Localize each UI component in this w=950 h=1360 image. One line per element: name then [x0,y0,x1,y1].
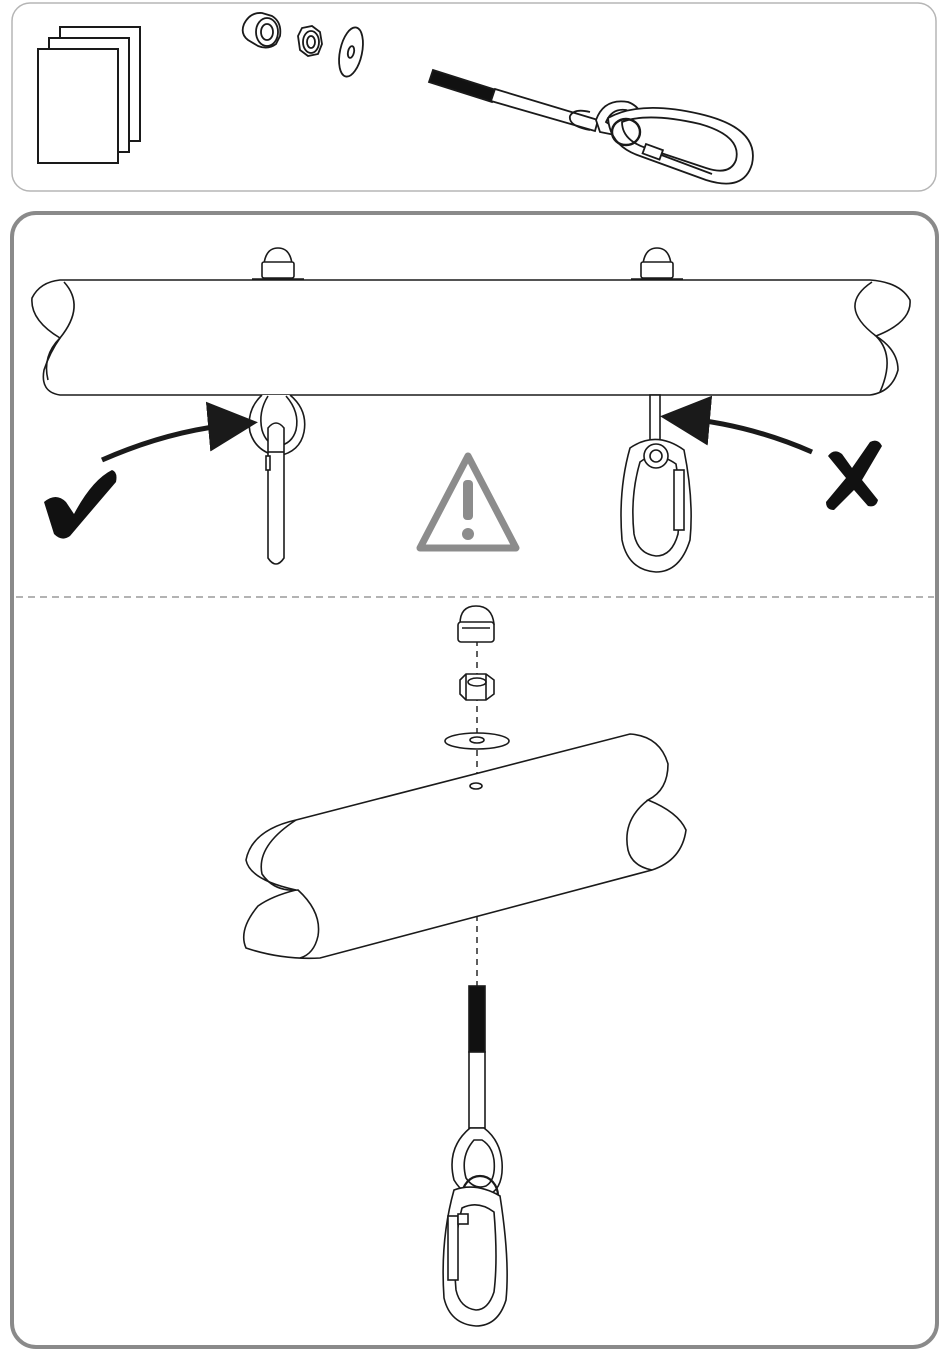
assembly-cap-nut [458,606,494,642]
lock-nut-icon [298,26,322,56]
documents-icon [38,27,140,163]
assembly-washer [445,733,509,749]
instruction-panel [12,213,937,1347]
parts-panel [12,3,936,191]
assembly-lock-nut [460,674,494,700]
